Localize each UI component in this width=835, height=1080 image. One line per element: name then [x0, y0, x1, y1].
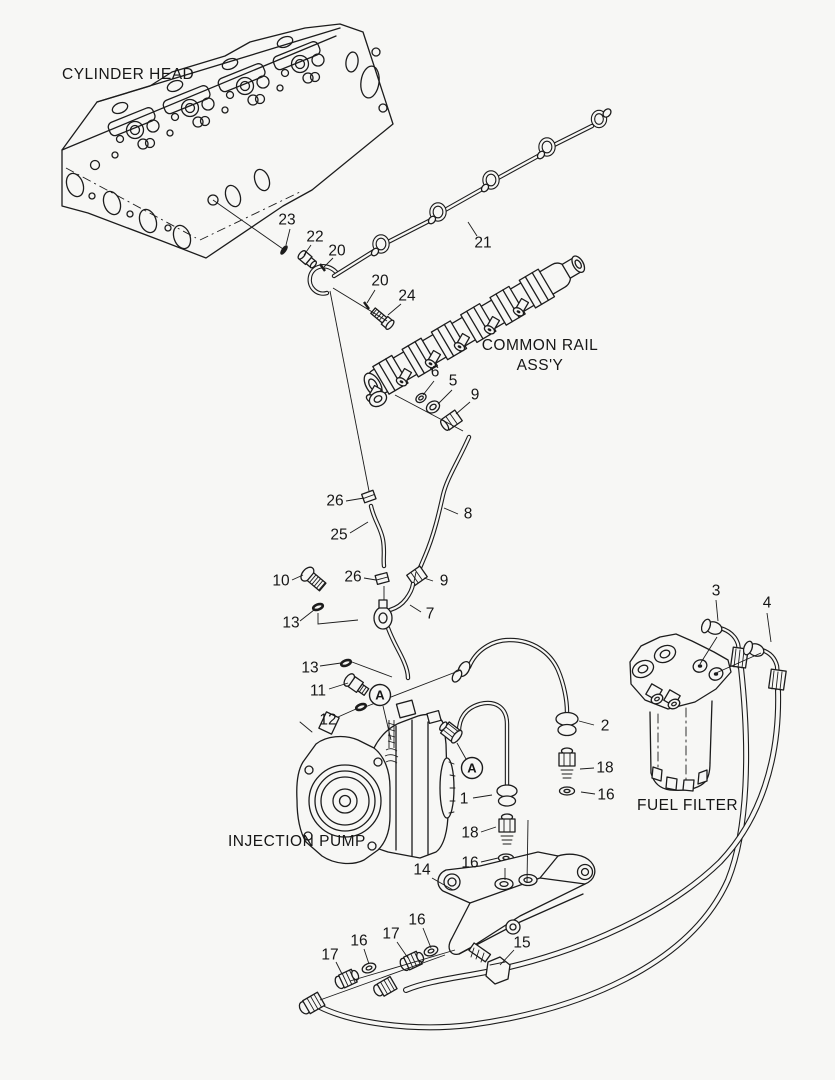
part-callout-18-24: 18 [596, 760, 613, 777]
fitting-9b [406, 565, 428, 587]
component-labels: CYLINDER HEAD COMMON RAIL ASS'Y INJECTION P… [62, 66, 738, 850]
part-callout-14-28: 14 [413, 862, 431, 879]
view-marker-letter: A [375, 688, 385, 703]
view-marker-letter: A [467, 761, 477, 776]
fuel-filter-illustration [629, 633, 732, 792]
hose-end-elbow-a [298, 991, 326, 1015]
hose-from-elbow-3 [317, 665, 750, 1031]
cylinder-head-illustration [61, 23, 394, 259]
part-callout-4-22: 4 [763, 595, 772, 612]
part-callout-11-18: 11 [310, 683, 326, 700]
washer-16b [558, 786, 576, 796]
part-callout-9-8: 9 [471, 387, 480, 404]
part-callout-17-30: 17 [382, 926, 399, 943]
injection-pipe-21 [307, 108, 612, 296]
hose-from-elbow-4 [403, 687, 782, 993]
part-callout-20-4: 20 [371, 273, 389, 290]
part-callout-1-23: 1 [460, 791, 469, 808]
washer-20b [363, 301, 370, 310]
fuel-filter-label: FUEL FILTER [637, 797, 738, 814]
view-marker-circle [460, 756, 484, 780]
part-callout-24-5: 24 [398, 288, 416, 305]
bracket-14 [437, 851, 596, 955]
adapter-18a [498, 813, 516, 845]
fitting-11 [343, 673, 370, 696]
nut-5 [425, 400, 441, 414]
view-marker-A-1: A [460, 756, 484, 780]
washer-16d [361, 962, 377, 974]
pipe-1-nut [496, 784, 518, 807]
part-callout-2-20: 2 [601, 718, 610, 735]
part-callout-16-25: 16 [597, 787, 614, 804]
pump-stud-spring [384, 720, 399, 764]
part-callout-13-15: 13 [282, 615, 299, 632]
bolt-15 [468, 942, 511, 985]
part-callout-16-29: 16 [408, 912, 425, 929]
part-callout-17-32: 17 [321, 947, 338, 964]
view-marker-circle [368, 683, 392, 707]
nut-26b [374, 571, 390, 586]
part-callout-5-7: 5 [449, 373, 458, 390]
supply-pipe-1 [439, 700, 518, 863]
fitting-17a [399, 950, 425, 972]
injection-pump-label: INJECTION PUMP [228, 833, 366, 850]
elbow-fitting-4 [742, 640, 787, 691]
part-callout-16-27: 16 [461, 855, 478, 872]
washer-12 [354, 702, 368, 712]
part-callout-23-0: 23 [278, 212, 295, 229]
part-callout-13-17: 13 [301, 660, 318, 677]
part-callout-7-16: 7 [426, 606, 435, 623]
banjo-junction [373, 571, 417, 681]
return-hose-8 [415, 434, 472, 575]
part-callout-9-14: 9 [440, 573, 449, 590]
part-callout-8-10: 8 [464, 506, 473, 523]
part-callout-18-26: 18 [461, 825, 478, 842]
fitting-9a [439, 409, 463, 431]
common-rail-label-2: ASS'Y [517, 357, 564, 374]
pipe-2-nut [555, 711, 579, 737]
pipe-2-inlet-fitting [451, 660, 471, 683]
washer-16c [423, 945, 439, 957]
part-callout-25-11: 25 [330, 527, 347, 544]
part-callout-16-31: 16 [350, 933, 367, 950]
view-markers: AA [368, 683, 484, 780]
part-callout-10-12: 10 [272, 573, 290, 590]
fitting-17b [334, 968, 360, 990]
elbow-fitting-3 [700, 618, 749, 669]
washer-13a [311, 602, 325, 612]
part-callout-22-1: 22 [306, 229, 323, 246]
washer-6 [415, 392, 427, 404]
part-callout-6-6: 6 [431, 364, 440, 381]
part-callout-12-19: 12 [319, 712, 336, 729]
common-rail-illustration [363, 255, 586, 408]
supply-pipe-2 [451, 637, 579, 796]
washer-13b [339, 658, 353, 668]
injection-pump-illustration [296, 699, 456, 865]
cylinder-head-label: CYLINDER HEAD [62, 66, 194, 83]
adapter-18b [558, 747, 576, 779]
part-callout-26-9: 26 [326, 493, 343, 510]
hose-end-elbow-b [373, 975, 398, 997]
overflow-pipe-25 [368, 503, 387, 569]
eye-bolt-10 [300, 566, 327, 592]
part-callout-26-13: 26 [344, 569, 361, 586]
part-callout-15-33: 15 [513, 935, 530, 952]
leader-lines [212, 199, 772, 1001]
plug-22 [297, 250, 318, 269]
common-rail-label-1: COMMON RAIL [482, 337, 599, 354]
washer-20a [319, 263, 326, 272]
part-callout-21-3: 21 [474, 235, 491, 252]
clip-23 [280, 245, 288, 255]
part-callout-20-2: 20 [328, 243, 346, 260]
part-callout-3-21: 3 [712, 583, 721, 600]
view-marker-A-0: A [368, 683, 392, 707]
nut-26a [361, 489, 377, 504]
